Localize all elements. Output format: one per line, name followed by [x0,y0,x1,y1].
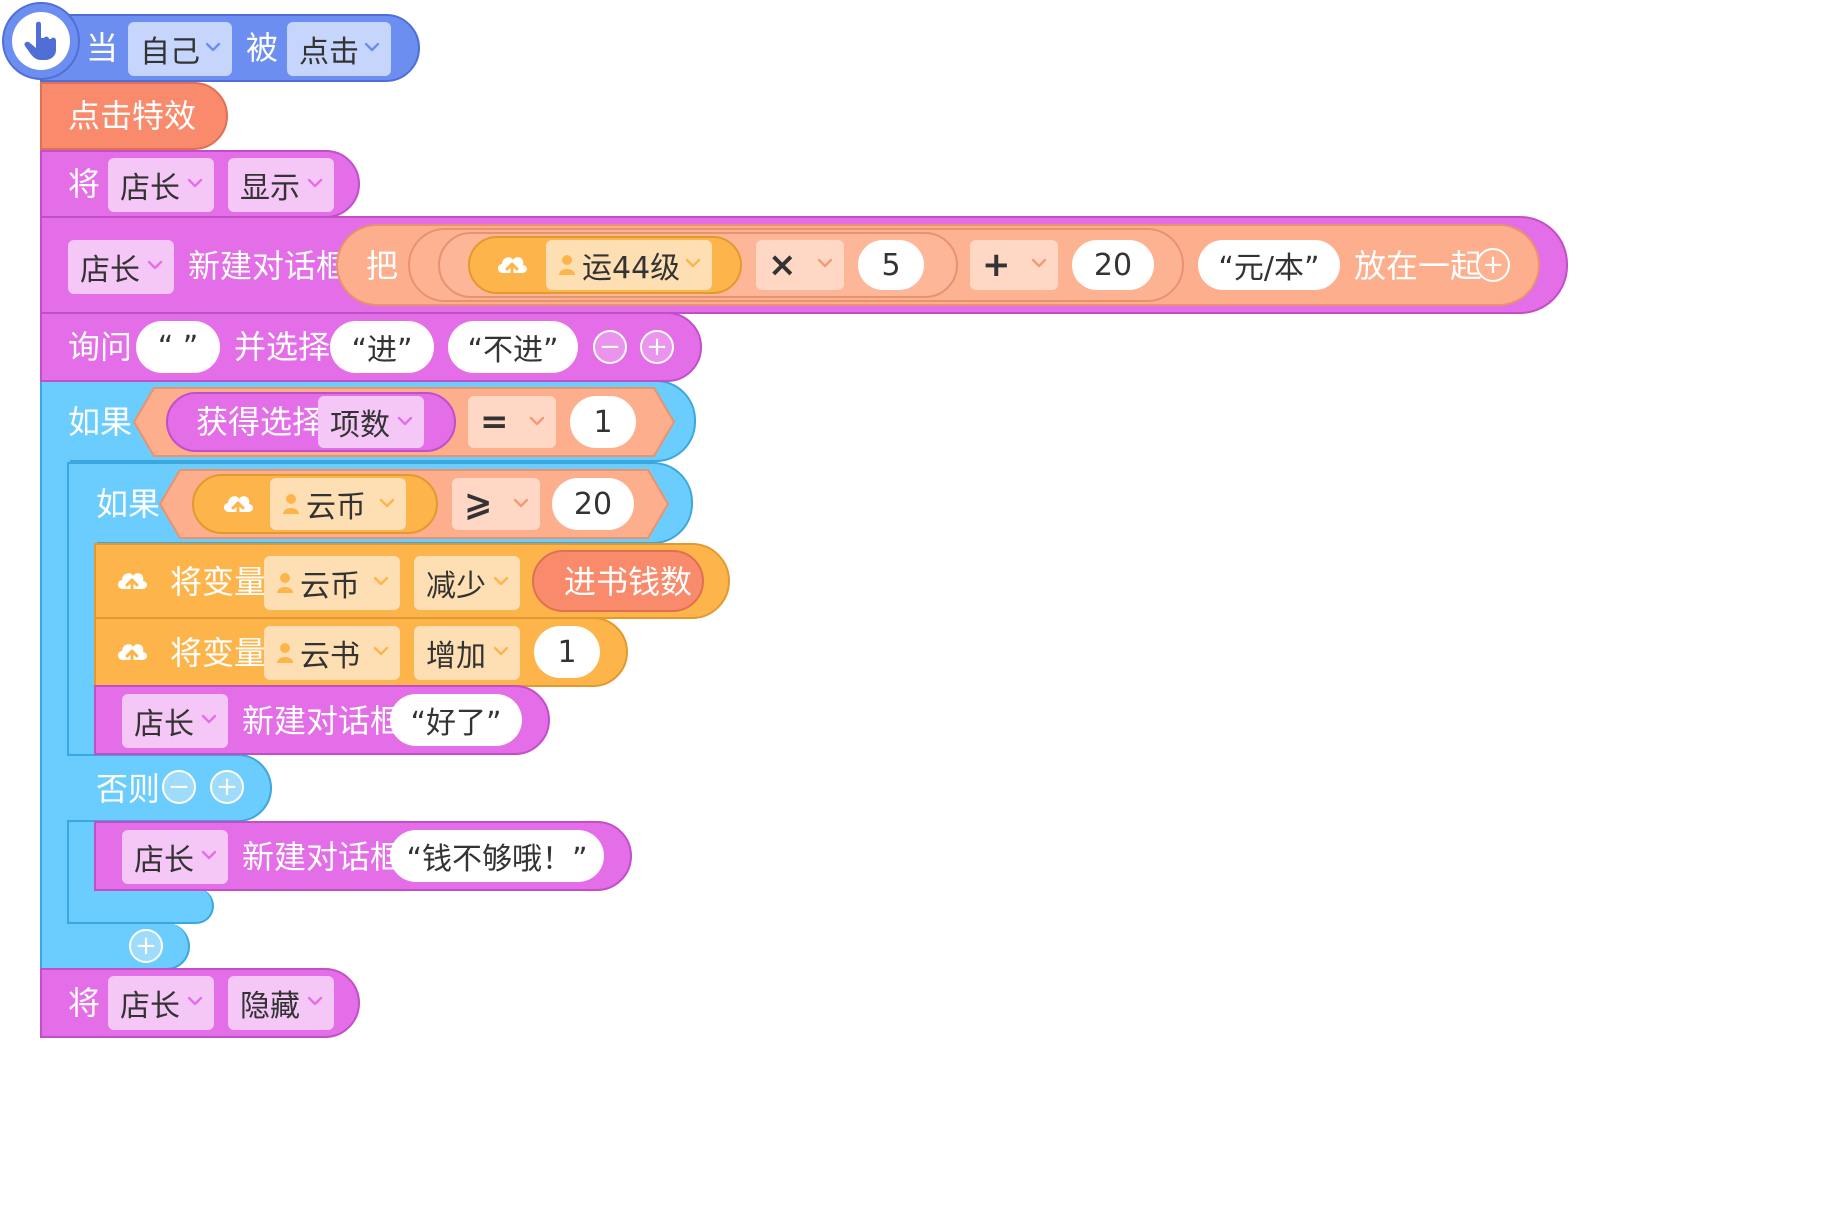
if-block-inner-arm [67,540,97,923]
cloud-upload-icon [114,563,150,599]
ask-choose-label: 并选择 [234,328,331,366]
if-block-outer-arm [40,455,70,970]
setvar2-label: 将变量 [170,634,267,672]
add-branch-button[interactable]: + [129,929,163,963]
dialog3-label: 新建对话框 [242,838,403,876]
show-action-dropdown[interactable]: 显示 [228,158,334,212]
setvar2-operation-dropdown[interactable]: 增加 [414,626,520,680]
chevron-down-icon [146,256,164,274]
chevron-down-icon [378,494,396,512]
join-together-label: 放在一起 [1354,247,1483,285]
hide-action-dropdown[interactable]: 隐藏 [228,976,334,1030]
chevron-down-icon [512,494,530,512]
chevron-down-icon [1030,254,1048,272]
book-price-reporter[interactable] [532,550,704,612]
chevron-down-icon [200,846,218,864]
click-effect-label: 点击特效 [68,97,197,135]
choice-field-dropdown[interactable]: 项数 [318,396,424,448]
if1-operator-dropdown[interactable]: = [468,396,556,448]
chevron-down-icon [306,992,324,1010]
multiply-value-input[interactable]: 5 [858,240,924,290]
setvar2-variable-dropdown[interactable]: 云书 [264,626,400,680]
setvar1-label: 将变量 [170,563,267,601]
remove-option-button[interactable]: − [593,330,627,364]
book-price-label: 进书钱数 [564,563,693,601]
chevron-down-icon [492,572,510,590]
get-choice-label: 获得选择 [196,403,325,441]
add-option-button[interactable]: + [640,330,674,364]
if2-operator-dropdown[interactable]: ⩾ [452,478,540,530]
setvar2-amount-input[interactable]: 1 [534,626,600,678]
person-icon [276,572,294,594]
when-label: 当 [86,29,119,67]
target-dropdown[interactable]: 自己 [128,22,232,76]
dialog1-label: 新建对话框 [188,247,349,285]
chevron-down-icon [684,254,702,272]
if2-label: 如果 [96,485,161,523]
dialog3-text-input[interactable]: “钱不够哦！” [390,830,604,882]
dialog3-actor-dropdown[interactable]: 店长 [122,830,228,884]
if2-variable-dropdown[interactable]: 云币 [270,478,406,530]
dialog1-actor-dropdown[interactable]: 店长 [68,240,174,294]
if1-label: 如果 [68,403,133,441]
person-icon [558,254,576,276]
setvar1-variable-dropdown[interactable]: 云币 [264,556,400,610]
ask-label: 询问 [68,328,133,366]
unit-text-input[interactable]: “元/本” [1198,240,1340,290]
dialog2-text-input[interactable]: “好了” [390,694,522,746]
add-join-item-button[interactable]: + [1476,248,1510,282]
add-operator-dropdown[interactable]: + [970,240,1058,290]
chevron-down-icon [204,38,222,56]
cloud-upload-icon [494,247,530,283]
add-else-if-button[interactable]: + [210,770,244,804]
cloud-upload-icon [220,486,256,522]
chevron-down-icon [528,412,546,430]
ask-option1-input[interactable]: “进” [330,321,434,373]
dialog2-actor-dropdown[interactable]: 店长 [122,694,228,748]
person-icon [282,493,300,515]
ask-question-input[interactable]: “ ” [136,321,220,373]
remove-else-button[interactable]: − [162,770,196,804]
show-actor-dropdown[interactable]: 店长 [108,158,214,212]
chevron-down-icon [306,174,324,192]
variable-dropdown[interactable]: 运44级 [546,240,712,290]
chevron-down-icon [200,710,218,728]
chevron-down-icon [396,412,414,430]
hand-pointer-icon [24,21,56,60]
if-block-inner-foot [67,888,214,924]
show-jiang-label: 将 [68,165,101,203]
else-label: 否则 [96,770,161,808]
join-ba-label: 把 [366,247,399,285]
dialog2-label: 新建对话框 [242,702,403,740]
if1-value-input[interactable]: 1 [570,396,636,448]
hide-actor-dropdown[interactable]: 店长 [108,976,214,1030]
multiply-operator-dropdown[interactable]: × [756,240,844,290]
ask-option2-input[interactable]: “不进” [448,321,578,373]
chevron-down-icon [186,992,204,1010]
chevron-down-icon [186,174,204,192]
cloud-upload-icon [114,634,150,670]
if2-value-input[interactable]: 20 [552,478,634,530]
chevron-down-icon [492,642,510,660]
setvar1-operation-dropdown[interactable]: 减少 [414,556,520,610]
chevron-down-icon [363,38,381,56]
chevron-down-icon [816,254,834,272]
person-icon [276,642,294,664]
chevron-down-icon [372,642,390,660]
verb-label: 被 [246,29,279,67]
hide-jiang-label: 将 [68,984,101,1022]
if-block-outer-foot[interactable] [40,923,190,970]
add-value-input[interactable]: 20 [1072,240,1154,290]
click-effect-block[interactable] [40,82,228,150]
event-dropdown[interactable]: 点击 [287,22,391,76]
chevron-down-icon [372,572,390,590]
